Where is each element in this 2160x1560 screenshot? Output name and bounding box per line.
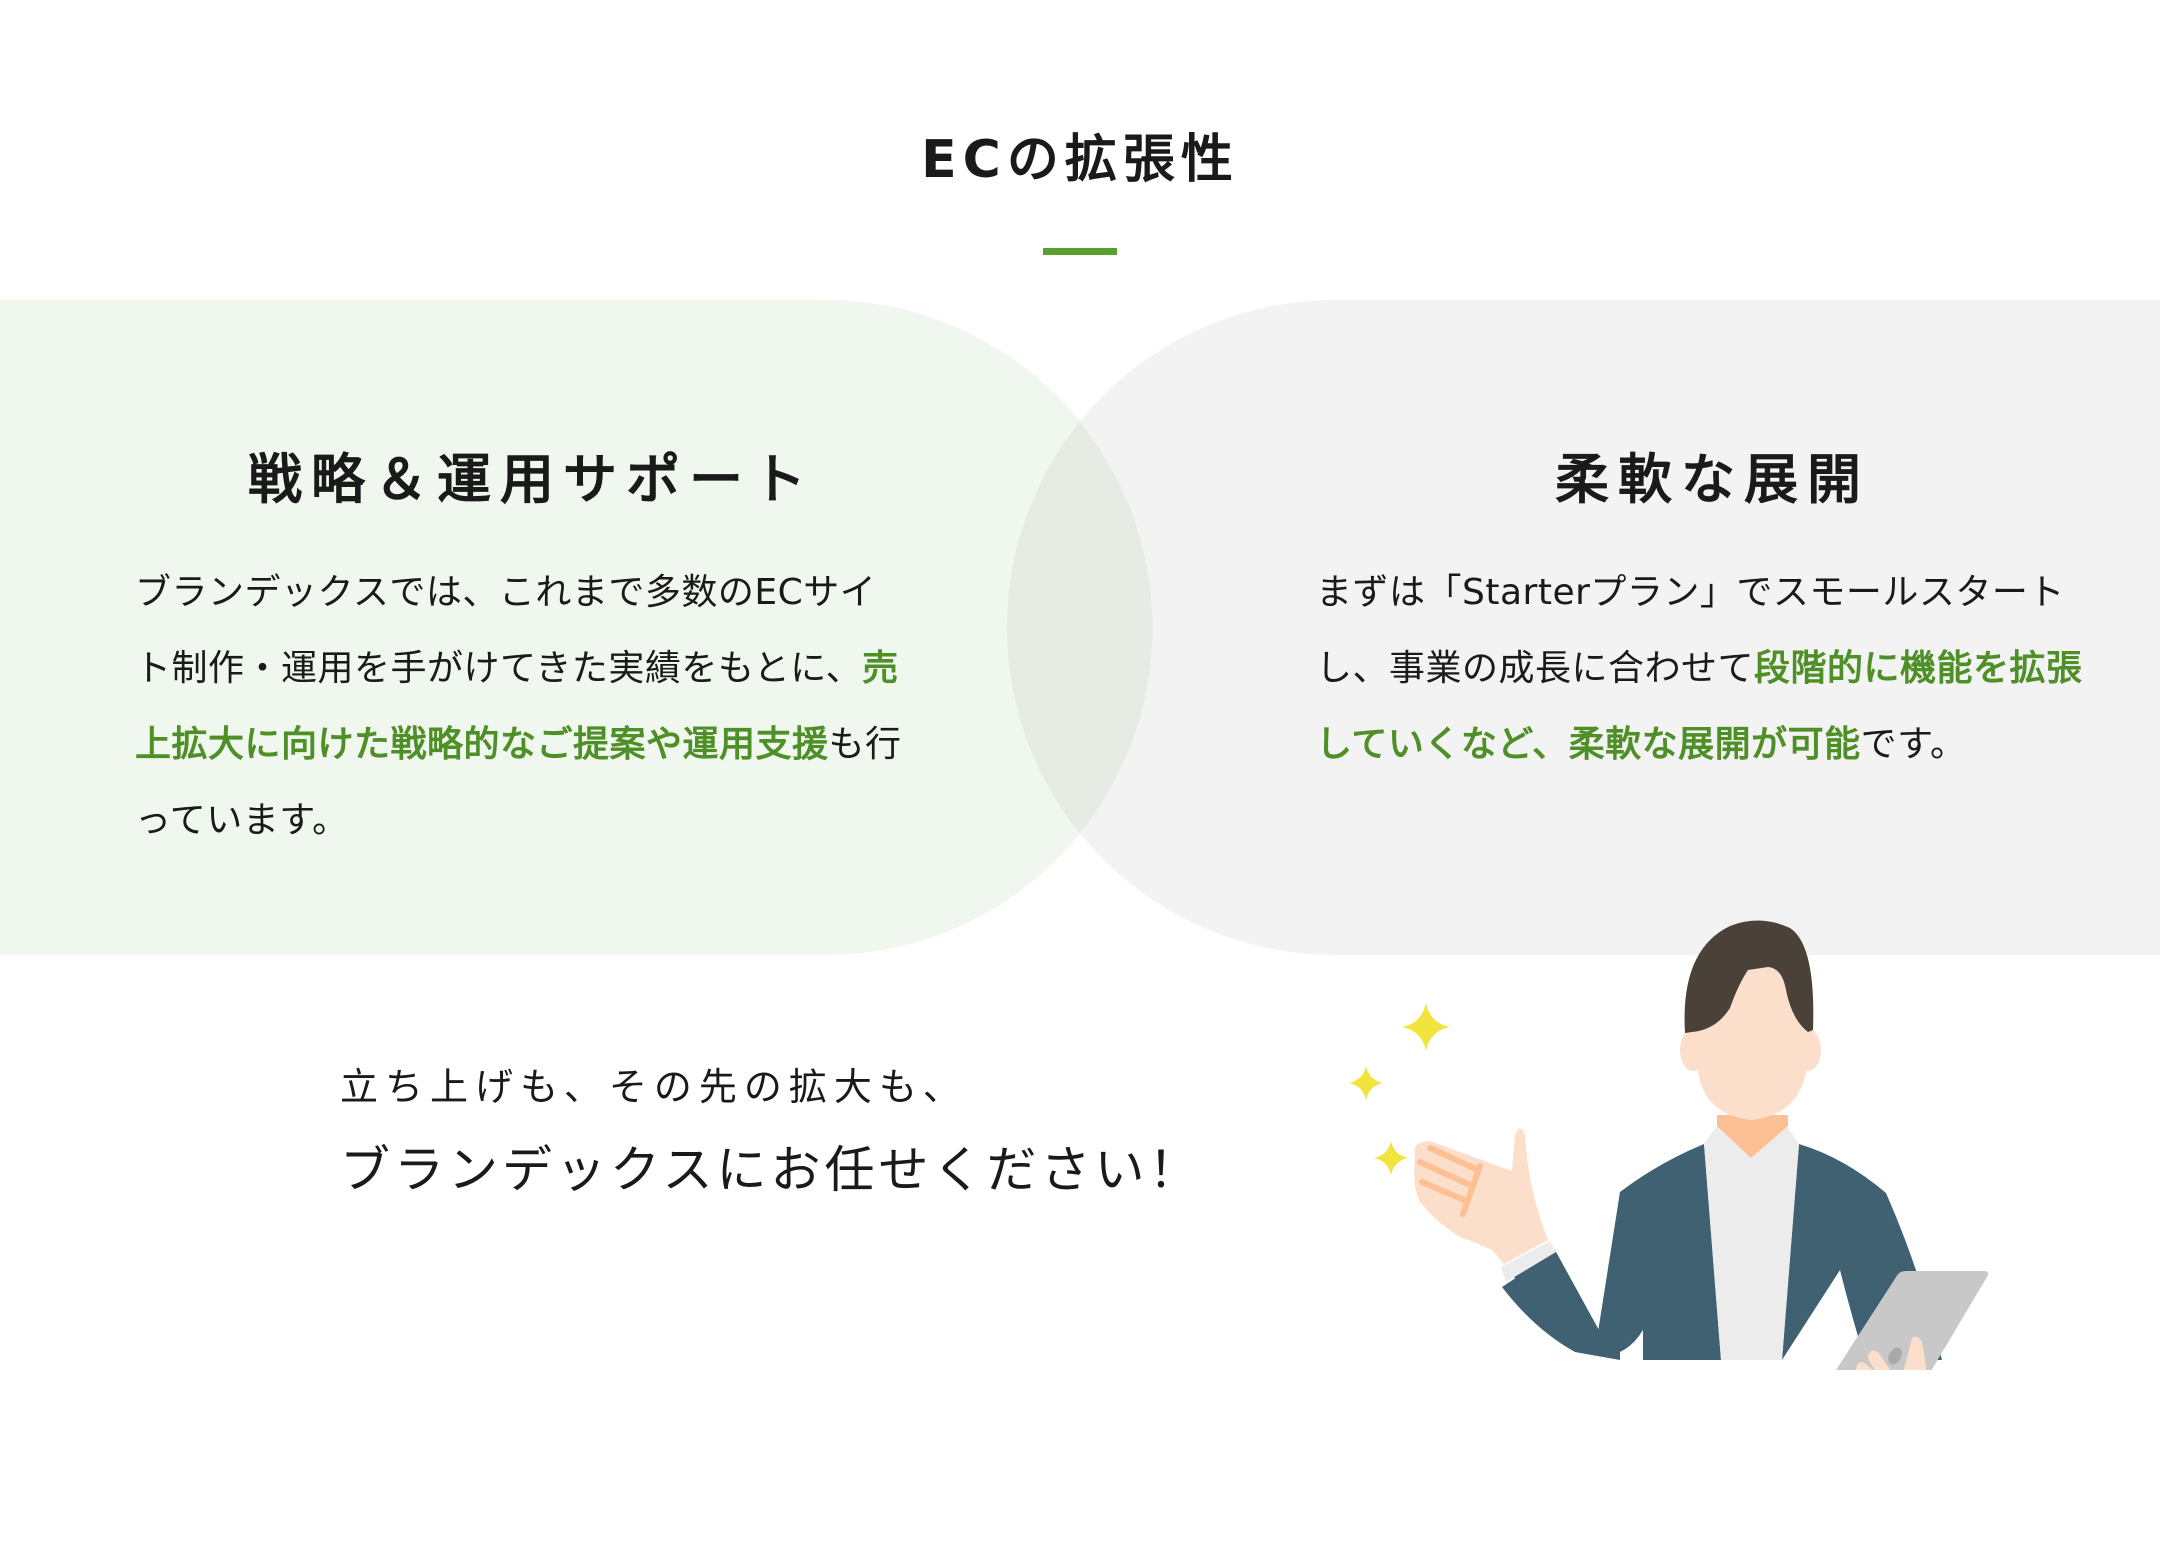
- sparkle-icon: [1349, 1066, 1383, 1100]
- hair: [1684, 920, 1814, 1033]
- body-text: も行っています。: [135, 724, 902, 841]
- tablet-camera: [1888, 1347, 1902, 1365]
- title-underline-accent: [1043, 248, 1117, 255]
- body-text: まずは「Starterプラン」でスモールスタートし、事業の成長に合わせて: [1316, 572, 2065, 689]
- sparkle-icon: [1374, 1141, 1408, 1175]
- card-body-flexible: まずは「Starterプラン」でスモールスタートし、事業の成長に合わせて段階的に…: [1316, 555, 2086, 783]
- card-heading-strategy: 戦略＆運用サポート: [248, 448, 815, 511]
- sleeve-cuff: [1501, 1241, 1556, 1282]
- card-strategy-support: [0, 300, 1153, 955]
- body-highlight-text: 段階的に機能を拡張していくなど、柔軟な展開が可能: [1316, 648, 2083, 765]
- card-body-strategy: ブランデックスでは、これまで多数のECサイト制作・運用を手がけてきた実績をもとに…: [135, 555, 905, 859]
- shirt: [1704, 1124, 1799, 1360]
- card-flexible-expansion: [1007, 300, 2160, 955]
- neck: [1717, 1115, 1788, 1158]
- panel-overlap-shape: [1007, 300, 1153, 955]
- tagline-line-2: ブランデックスにお任せください！: [340, 1141, 1203, 1199]
- raised-hand: [1414, 1128, 1548, 1264]
- tablet: [1836, 1271, 1989, 1370]
- body-text: ブランデックスでは、これまで多数のECサイト制作・運用を手がけてきた実績をもとに…: [135, 572, 877, 689]
- holding-hand: [1856, 1336, 1927, 1370]
- body-text: です。: [1860, 724, 1967, 765]
- card-heading-flexible: 柔軟な展開: [1555, 448, 1870, 511]
- sparkle-icon: [1402, 1003, 1450, 1051]
- tagline-line-1: 立ち上げも、その先の拡大も、: [340, 1065, 968, 1109]
- body-highlight-text: 売上拡大に向けた戦略的なご提案や運用支援: [135, 648, 899, 765]
- businessman-illustration: [1320, 890, 2000, 1370]
- section-title: ECの拡張性: [921, 130, 1239, 190]
